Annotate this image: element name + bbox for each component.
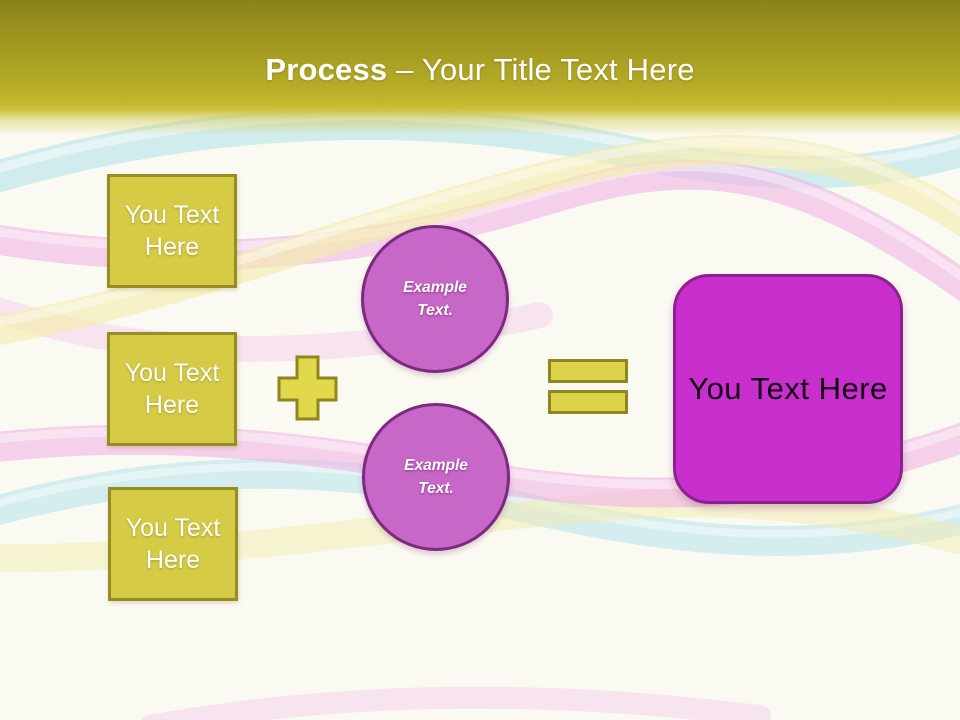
example-circle-2[interactable]: Example Text. — [362, 403, 510, 551]
input-box-3[interactable]: You Text Here — [108, 487, 238, 601]
example-circle-2-label: Example Text. — [404, 456, 468, 497]
equals-bar-bottom — [548, 390, 628, 414]
title-rest: – Your Title Text Here — [387, 52, 695, 87]
input-box-2[interactable]: You Text Here — [107, 332, 237, 446]
result-box[interactable]: You Text Here — [673, 274, 903, 504]
equals-icon[interactable] — [548, 359, 628, 414]
input-box-3-label: You Text Here — [125, 514, 221, 574]
input-box-1-label: You Text Here — [124, 201, 220, 261]
input-box-2-label: You Text Here — [124, 359, 220, 419]
result-box-label: You Text Here — [688, 371, 888, 406]
title-keyword: Process — [265, 52, 388, 87]
slide-title[interactable]: Process – Your Title Text Here — [0, 52, 960, 87]
example-circle-1-label: Example Text. — [403, 278, 467, 319]
input-box-1[interactable]: You Text Here — [107, 174, 237, 288]
equals-bar-top — [548, 359, 628, 383]
header-band — [0, 0, 960, 140]
plus-icon[interactable] — [277, 355, 338, 421]
example-circle-1[interactable]: Example Text. — [361, 225, 509, 373]
